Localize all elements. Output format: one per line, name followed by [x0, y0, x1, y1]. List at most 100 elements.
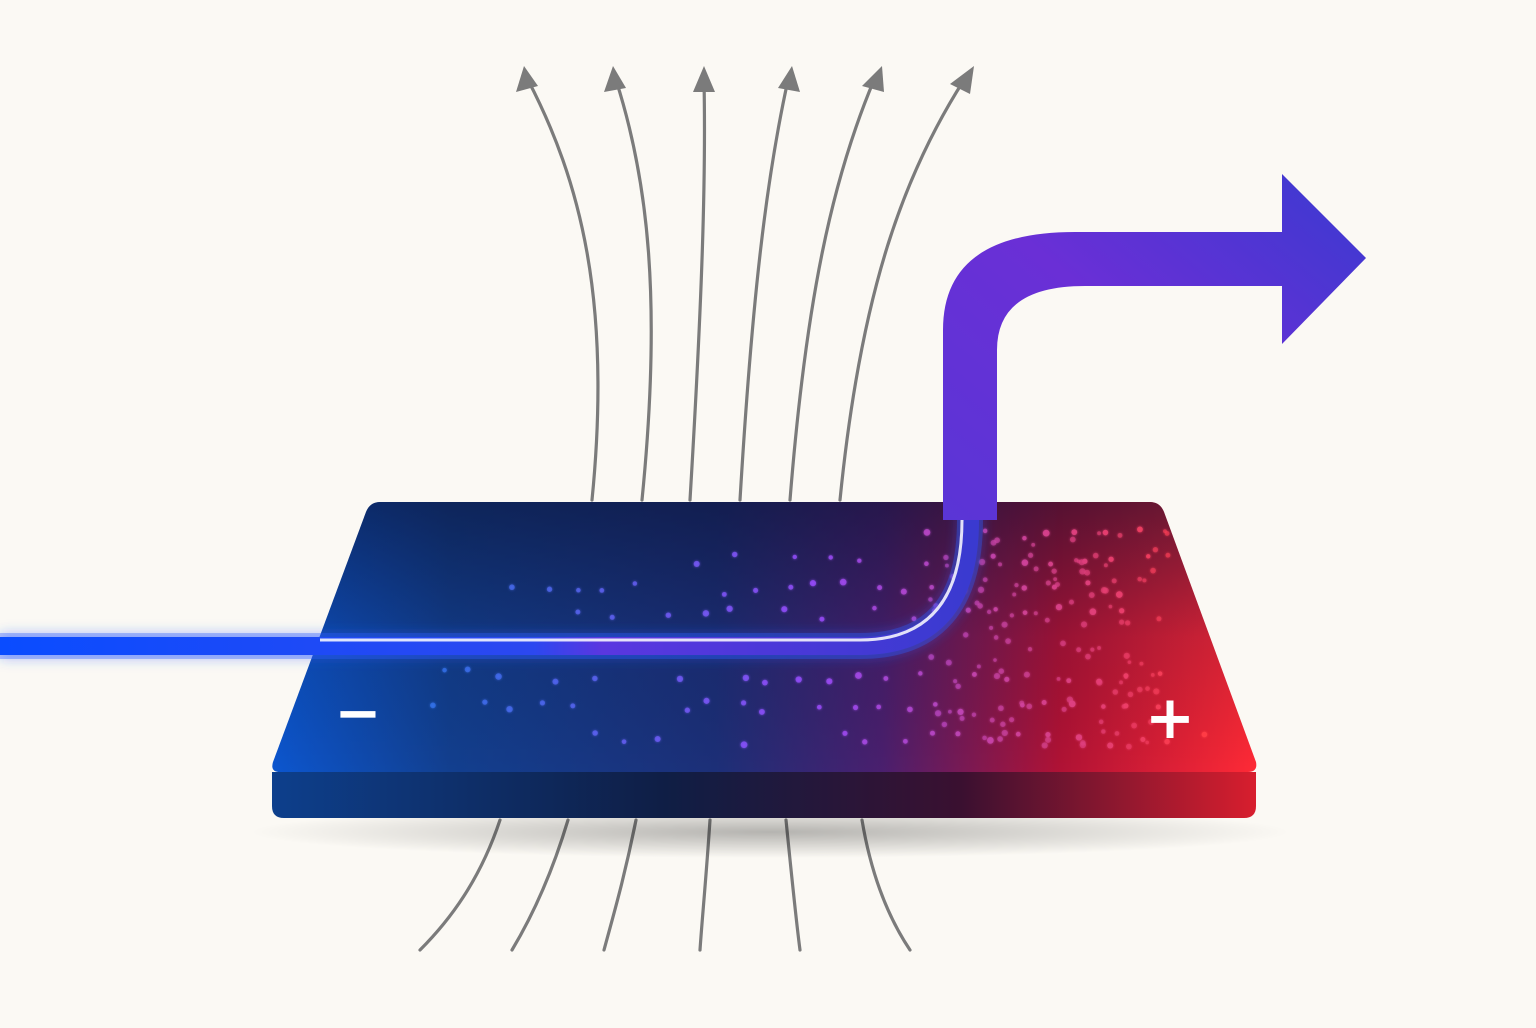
charge-dot — [1107, 742, 1114, 749]
charge-dot — [1066, 678, 1072, 684]
charge-dot — [1148, 718, 1155, 725]
charge-dot — [592, 675, 598, 682]
field-arrowhead — [778, 66, 800, 92]
charge-dot — [948, 709, 952, 714]
charge-dot — [1153, 688, 1160, 695]
charge-dot — [955, 683, 961, 690]
charge-dot — [990, 553, 996, 559]
charge-dot — [1090, 647, 1095, 652]
charge-dot — [1085, 653, 1091, 660]
deflection-arrow-body — [943, 174, 1366, 520]
field-line — [788, 78, 876, 502]
charge-dot — [1075, 734, 1083, 741]
charge-dot — [599, 588, 605, 593]
charge-dot — [872, 605, 877, 611]
charge-dot — [731, 551, 738, 558]
charge-dot — [989, 717, 995, 723]
charge-dot — [1045, 731, 1051, 738]
charge-dot — [1055, 582, 1060, 588]
charge-dot — [1026, 703, 1033, 710]
charge-dot — [953, 679, 958, 684]
charge-dot — [1137, 526, 1143, 533]
charge-dot — [1145, 686, 1150, 691]
charge-dot — [464, 666, 471, 673]
charge-dot — [1127, 660, 1132, 665]
charge-dot — [1097, 646, 1102, 650]
charge-dot — [1042, 529, 1050, 537]
charge-dot — [1108, 604, 1113, 609]
charge-dot — [684, 707, 691, 713]
charge-dot — [972, 672, 977, 677]
charge-dot — [1156, 616, 1162, 622]
charge-dot — [1071, 529, 1078, 536]
upper-magnetic-field-lines — [526, 78, 966, 502]
charge-dot — [1021, 585, 1027, 591]
charge-dot — [1041, 699, 1047, 705]
charge-dot — [993, 635, 999, 640]
charge-dot — [934, 710, 942, 717]
charge-dot — [1045, 580, 1051, 586]
positive-terminal-label: + — [1145, 683, 1195, 753]
charge-dot — [857, 558, 862, 563]
field-arrowhead — [950, 66, 974, 94]
charge-dot — [665, 612, 672, 618]
charge-dot — [998, 562, 1003, 567]
charge-dot — [1142, 578, 1147, 583]
charge-dot — [1111, 578, 1117, 584]
charge-dot — [430, 702, 436, 709]
charge-dot — [998, 668, 1005, 674]
charge-dot — [740, 741, 748, 749]
negative-terminal-label: − — [335, 681, 382, 746]
charge-dot — [944, 563, 949, 568]
charge-dot — [1117, 532, 1123, 538]
charge-dot — [1139, 661, 1144, 666]
charge-dot — [753, 587, 759, 593]
charge-dot — [742, 674, 750, 682]
charge-dot — [977, 586, 985, 593]
charge-dot — [1021, 559, 1029, 566]
charge-dot — [933, 702, 938, 707]
charge-dot — [1060, 640, 1066, 647]
charge-dot — [1048, 561, 1054, 567]
charge-dot — [721, 591, 727, 597]
charge-dot — [963, 632, 969, 638]
charge-dot — [506, 705, 513, 713]
charge-dot — [974, 600, 980, 606]
charge-dot — [1100, 587, 1108, 594]
charge-dot — [1101, 729, 1106, 734]
charge-dot — [1150, 673, 1155, 677]
charge-dot — [1164, 530, 1170, 536]
charge-dot — [1096, 679, 1103, 686]
charge-dot — [819, 616, 825, 622]
current-highlight — [320, 480, 964, 642]
charge-dot — [1155, 704, 1161, 710]
charge-dot — [1126, 743, 1132, 750]
charge-dot — [1044, 617, 1050, 623]
charge-dot — [1127, 691, 1134, 698]
charge-dot — [1092, 552, 1099, 559]
charge-dot — [1001, 621, 1008, 628]
charge-dot — [1112, 689, 1119, 695]
charge-dot — [971, 712, 977, 717]
charge-dot — [1084, 569, 1091, 576]
charge-dot — [1131, 722, 1138, 729]
charge-dot — [1000, 721, 1006, 727]
charge-dot — [482, 699, 488, 705]
charge-dot — [1068, 599, 1074, 605]
charge-dot — [862, 739, 868, 745]
charge-dot — [1097, 531, 1102, 536]
charge-dot — [1145, 740, 1149, 745]
charge-dot — [1005, 638, 1011, 644]
charge-dot — [945, 659, 952, 666]
charge-dot — [1108, 556, 1114, 562]
charge-dot — [1165, 552, 1171, 558]
charge-dot — [957, 708, 964, 716]
charge-dot — [788, 584, 794, 590]
charge-dot — [839, 578, 847, 586]
charge-dot — [1080, 740, 1086, 746]
charge-dot — [1076, 647, 1082, 653]
charge-dot — [1019, 700, 1025, 706]
charge-dot — [1137, 576, 1142, 582]
charge-dot — [828, 555, 833, 560]
